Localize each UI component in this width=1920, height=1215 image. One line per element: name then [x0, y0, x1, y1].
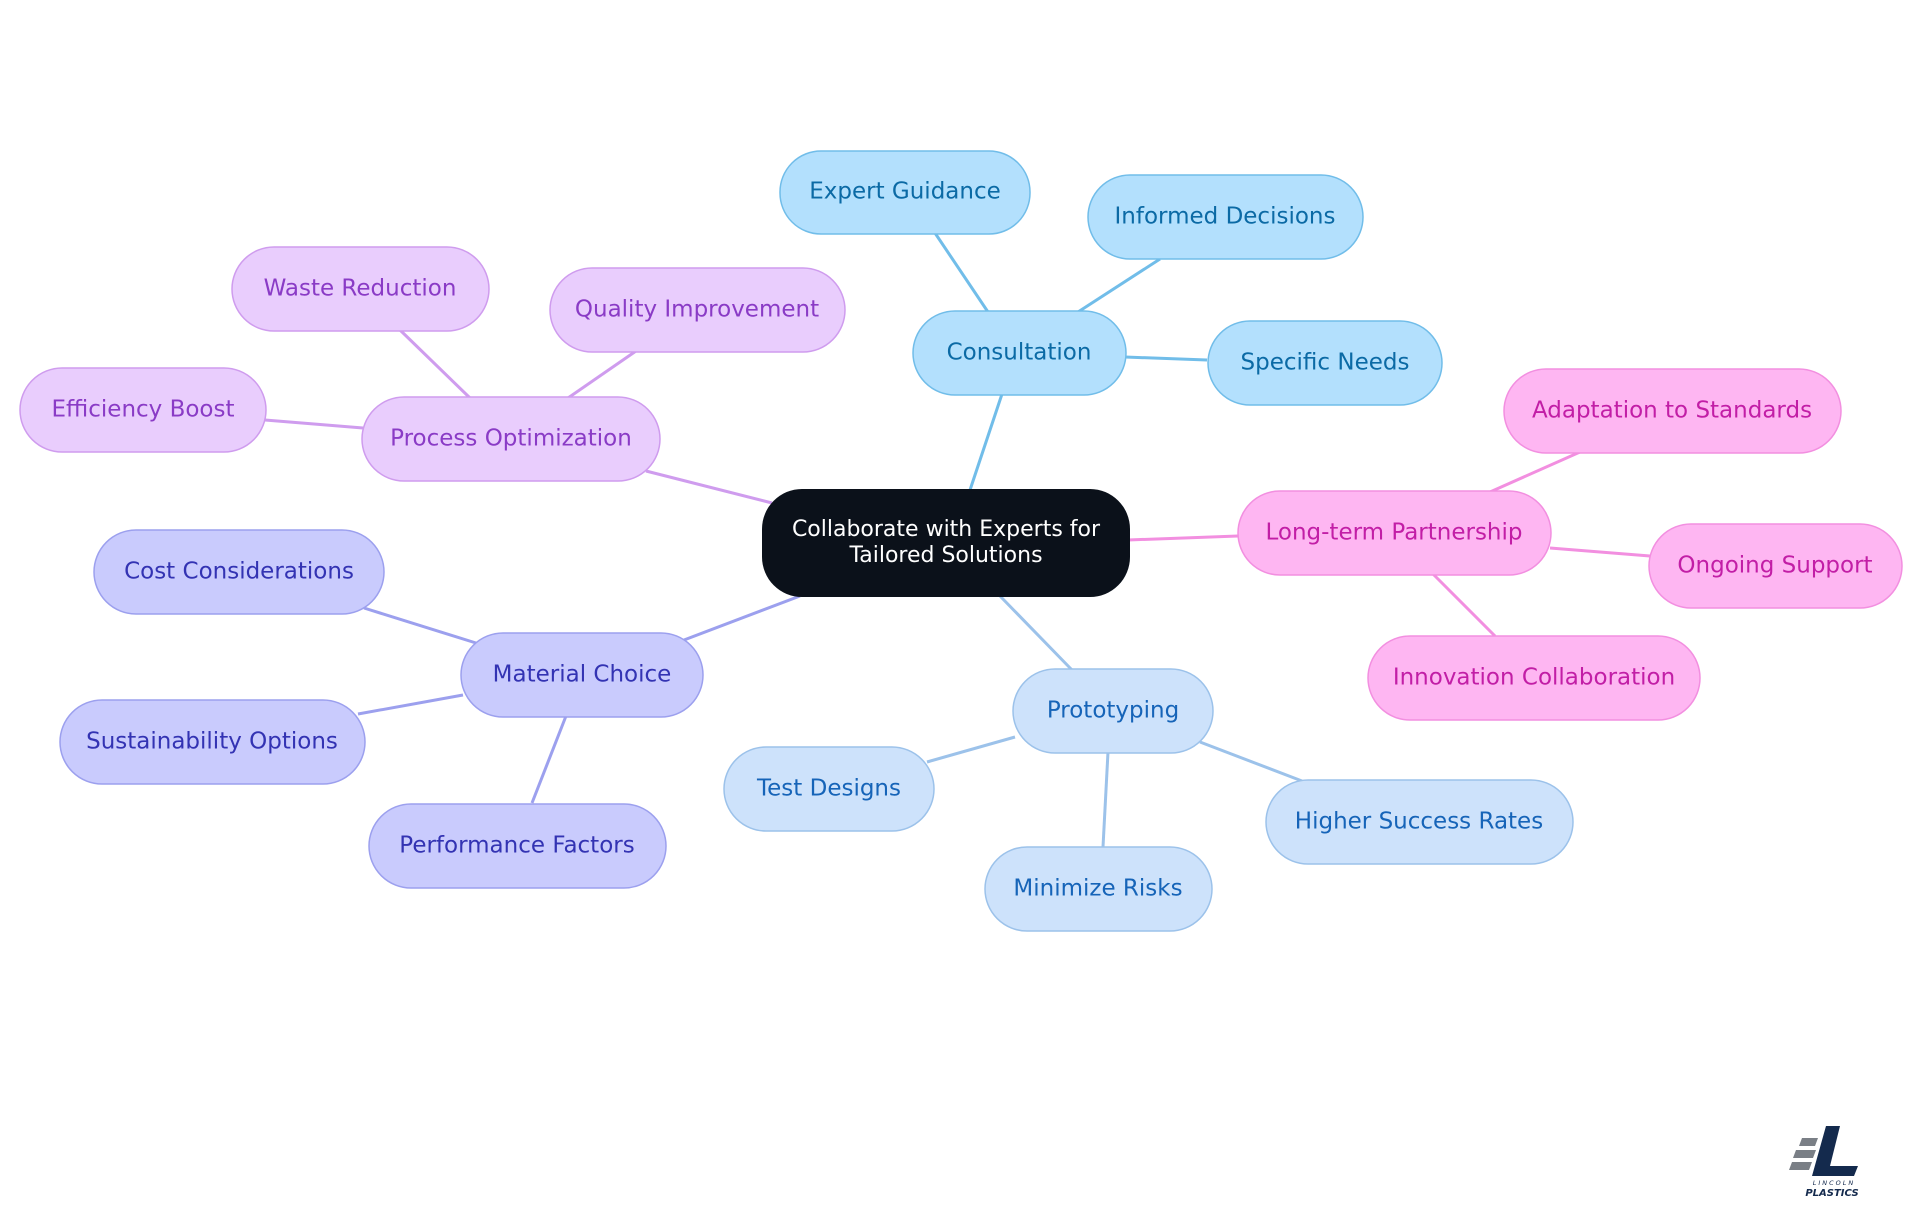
node-sustainability-options[interactable]: Sustainability Options: [59, 699, 366, 785]
branch-consultation: Consultation Expert Guidance Informed De…: [779, 150, 1443, 406]
node-long-term-partnership[interactable]: Long-term Partnership: [1237, 490, 1552, 576]
node-process-optimization-shape: [361, 396, 661, 482]
node-informed-decisions-shape: [1087, 174, 1364, 260]
node-sustainability-options-shape: [59, 699, 366, 785]
edge-center-process: [645, 469, 773, 505]
center-node[interactable]: Collaborate with Experts for Tailored So…: [762, 489, 1130, 597]
node-prototyping[interactable]: Prototyping: [1012, 668, 1214, 754]
edge-center-partnership: [1127, 534, 1239, 542]
center-node-shape: [762, 489, 1130, 597]
node-long-term-partnership-shape: [1237, 490, 1552, 576]
node-higher-success-rates-shape: [1265, 779, 1574, 865]
edge-consultation-informed-decisions: [1077, 257, 1161, 314]
node-efficiency-boost[interactable]: Efficiency Boost: [19, 367, 267, 453]
node-sustainability-options-label: Sustainability Options: [86, 729, 338, 755]
node-ongoing-support-label: Ongoing Support: [1677, 553, 1872, 579]
node-expert-guidance-shape: [779, 150, 1031, 235]
node-cost-considerations-shape: [93, 529, 385, 615]
node-adaptation-to-standards[interactable]: Adaptation to Standards: [1503, 368, 1842, 454]
node-waste-reduction[interactable]: Waste Reduction: [231, 246, 490, 332]
edge-center-prototyping: [998, 594, 1074, 672]
node-material-choice-label: Material Choice: [493, 662, 672, 688]
node-specific-needs[interactable]: Specific Needs: [1207, 320, 1443, 406]
edge-partnership-adaptation: [1489, 450, 1581, 494]
node-prototyping-label: Prototyping: [1047, 698, 1179, 724]
node-adaptation-to-standards-label: Adaptation to Standards: [1532, 398, 1812, 424]
node-performance-factors-label: Performance Factors: [399, 833, 634, 859]
node-test-designs-shape: [723, 746, 935, 832]
node-cost-considerations[interactable]: Cost Considerations: [93, 529, 385, 615]
node-quality-improvement-shape: [549, 267, 846, 353]
node-innovation-collaboration[interactable]: Innovation Collaboration: [1367, 635, 1701, 721]
node-performance-factors[interactable]: Performance Factors: [368, 803, 667, 889]
node-material-choice[interactable]: Material Choice: [460, 632, 704, 718]
logo-bar-2: [1793, 1150, 1816, 1158]
branch-prototyping: Prototyping Test Designs Minimize Risks …: [723, 668, 1574, 932]
node-quality-improvement-label: Quality Improvement: [575, 297, 819, 323]
node-waste-reduction-label: Waste Reduction: [264, 276, 457, 302]
node-minimize-risks-label: Minimize Risks: [1013, 876, 1182, 902]
center-node-label-line1: Collaborate with Experts for: [792, 517, 1101, 542]
logo-text-line2: PLASTICS: [1805, 1188, 1858, 1199]
node-higher-success-rates[interactable]: Higher Success Rates: [1265, 779, 1574, 865]
edge-center-material: [683, 594, 801, 642]
node-expert-guidance[interactable]: Expert Guidance: [779, 150, 1031, 235]
node-efficiency-boost-shape: [19, 367, 267, 453]
node-prototyping-shape: [1012, 668, 1214, 754]
branch-process: Process Optimization Waste Reduction Qua…: [19, 246, 846, 482]
node-minimize-risks[interactable]: Minimize Risks: [984, 846, 1213, 932]
edge-process-waste: [398, 328, 472, 400]
node-ongoing-support-shape: [1648, 523, 1903, 609]
node-specific-needs-label: Specific Needs: [1241, 350, 1410, 376]
edge-prototyping-higher-success-rates: [1199, 740, 1303, 783]
edge-consultation-specific-needs: [1124, 355, 1208, 362]
node-higher-success-rates-label: Higher Success Rates: [1295, 809, 1543, 835]
node-informed-decisions[interactable]: Informed Decisions: [1087, 174, 1364, 260]
node-waste-reduction-shape: [231, 246, 490, 332]
node-ongoing-support[interactable]: Ongoing Support: [1648, 523, 1903, 609]
edge-prototyping-minimize-risks: [1101, 751, 1110, 848]
node-test-designs[interactable]: Test Designs: [723, 746, 935, 832]
node-test-designs-label: Test Designs: [756, 776, 901, 802]
center-node-label-line2: Tailored Solutions: [848, 543, 1042, 568]
edge-process-quality: [567, 349, 637, 400]
node-consultation[interactable]: Consultation: [912, 310, 1127, 396]
edge-partnership-ongoing-support: [1549, 546, 1651, 558]
node-cost-considerations-label: Cost Considerations: [124, 559, 354, 585]
node-long-term-partnership-label: Long-term Partnership: [1265, 520, 1522, 546]
node-consultation-shape: [912, 310, 1127, 396]
node-material-choice-shape: [460, 632, 704, 718]
node-efficiency-boost-label: Efficiency Boost: [51, 397, 234, 423]
node-adaptation-to-standards-shape: [1503, 368, 1842, 454]
node-specific-needs-shape: [1207, 320, 1443, 406]
lincoln-plastics-logo: LINCOLN PLASTICS: [1789, 1126, 1859, 1199]
logo-text-line1: LINCOLN: [1813, 1179, 1856, 1187]
edge-material-cost: [363, 606, 477, 645]
logo-bar-3: [1789, 1162, 1812, 1170]
node-consultation-label: Consultation: [947, 340, 1092, 366]
branch-material: Material Choice Cost Considerations Sust…: [59, 529, 704, 889]
node-performance-factors-shape: [368, 803, 667, 889]
logo-bar-1: [1799, 1138, 1818, 1146]
node-quality-improvement[interactable]: Quality Improvement: [549, 267, 846, 353]
node-minimize-risks-shape: [984, 846, 1213, 932]
node-process-optimization-label: Process Optimization: [390, 426, 632, 452]
node-process-optimization[interactable]: Process Optimization: [361, 396, 661, 482]
edge-prototyping-test-designs: [926, 735, 1016, 764]
node-innovation-collaboration-shape: [1367, 635, 1701, 721]
edge-process-efficiency: [264, 418, 364, 430]
edge-center-consultation: [968, 393, 1004, 491]
logo-letter-l: [1812, 1126, 1858, 1176]
edge-material-performance: [530, 715, 568, 804]
edge-partnership-innovation: [1431, 572, 1497, 638]
node-expert-guidance-label: Expert Guidance: [809, 179, 1001, 205]
edge-material-sustainability: [357, 693, 464, 716]
node-informed-decisions-label: Informed Decisions: [1115, 204, 1336, 230]
edge-consultation-expert-guidance: [933, 232, 990, 313]
edges: [264, 232, 1651, 848]
node-innovation-collaboration-label: Innovation Collaboration: [1393, 665, 1675, 691]
branch-partnership: Long-term Partnership Adaptation to Stan…: [1237, 368, 1903, 721]
